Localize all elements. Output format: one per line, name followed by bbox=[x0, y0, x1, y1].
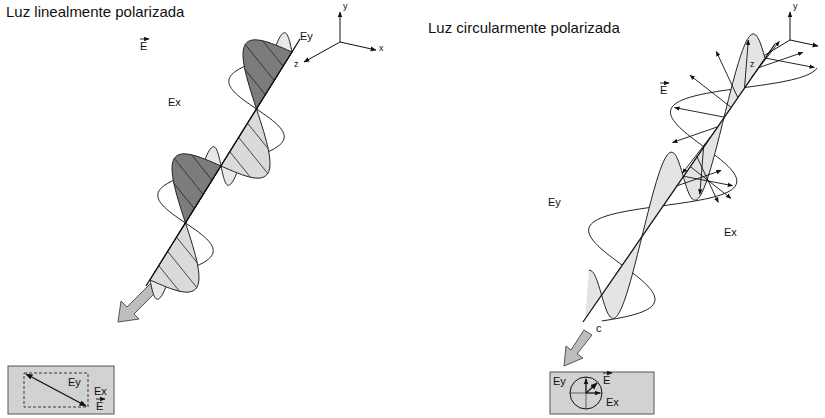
component-label: Ey bbox=[553, 375, 566, 387]
propagation-axis bbox=[583, 44, 775, 322]
figure-heading: Luz circularmente polarizada bbox=[428, 20, 620, 37]
projection-screen-right bbox=[550, 372, 654, 414]
projection-screen-left bbox=[8, 366, 114, 414]
propagation-axis bbox=[146, 39, 300, 286]
field-vector bbox=[159, 266, 180, 291]
component-label: Ey bbox=[548, 196, 561, 208]
resultant-field-lobe bbox=[221, 109, 270, 178]
rotating-field-vector bbox=[673, 127, 718, 143]
axes-left bbox=[304, 12, 376, 62]
resultant-field-lobe bbox=[172, 154, 221, 223]
rotating-field-vector bbox=[682, 137, 710, 173]
propagation-arrow-left bbox=[118, 284, 157, 322]
axis-label: x bbox=[379, 44, 384, 54]
axis-label: z bbox=[294, 60, 299, 70]
resultant-field-lobe bbox=[150, 223, 199, 292]
rotating-field-vector bbox=[690, 166, 731, 198]
field-vector bbox=[263, 41, 284, 66]
propagation-arrow-right bbox=[564, 330, 592, 366]
axis-label: y bbox=[793, 2, 798, 12]
field-vector bbox=[248, 123, 269, 148]
field-vector-label: E bbox=[96, 400, 103, 412]
component-label: Ex bbox=[606, 396, 619, 408]
speed-label: c bbox=[596, 322, 602, 334]
rotating-field-vector bbox=[676, 171, 721, 187]
field-vector bbox=[177, 237, 198, 262]
field-vector bbox=[230, 152, 251, 177]
field-vector-label: E bbox=[603, 374, 610, 386]
component-label: Ex bbox=[168, 96, 181, 108]
component-label: Ey bbox=[68, 376, 81, 388]
field-vector-label: E bbox=[660, 84, 667, 96]
rotating-field-vector bbox=[675, 108, 724, 118]
rotating-field-vector bbox=[690, 75, 731, 107]
field-vector bbox=[174, 183, 195, 208]
resultant-field-lobe bbox=[243, 40, 292, 109]
vector-accent-arrow bbox=[96, 399, 105, 400]
field-vector bbox=[245, 69, 266, 94]
vector-accent-arrow bbox=[140, 39, 149, 40]
axes-right bbox=[760, 12, 818, 58]
rotating-field-vector bbox=[716, 52, 737, 98]
vector-accent-arrow bbox=[660, 83, 669, 84]
linear-wave bbox=[146, 33, 300, 300]
field-vector-label: E bbox=[140, 40, 147, 52]
ey-component-curve-fill bbox=[585, 34, 765, 318]
rotating-field-vector bbox=[745, 40, 749, 88]
axis-label: z bbox=[750, 60, 755, 70]
vector-accent-arrow bbox=[603, 373, 612, 374]
figure-heading: Luz linealmente polarizada bbox=[6, 4, 184, 21]
circular-wave bbox=[583, 34, 817, 322]
component-label: Ex bbox=[94, 385, 107, 397]
axis-label: y bbox=[343, 2, 348, 12]
component-label: Ey bbox=[300, 30, 313, 42]
component-label: Ex bbox=[724, 226, 737, 238]
field-vector bbox=[192, 155, 213, 180]
